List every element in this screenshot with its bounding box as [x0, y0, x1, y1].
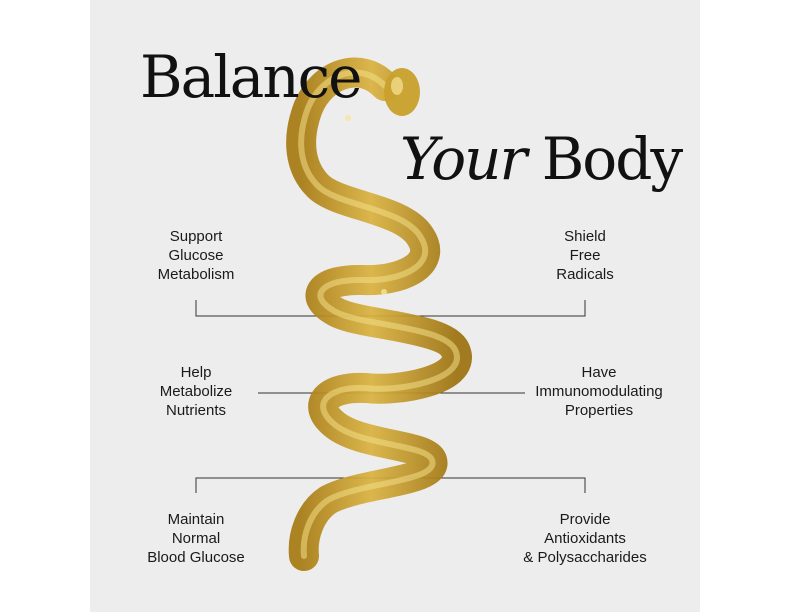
- benefit-line: Glucose: [168, 247, 224, 264]
- title-balance: Balance: [140, 43, 362, 111]
- benefit-line: Have: [581, 364, 617, 381]
- honey-drip: [286, 57, 472, 571]
- benefit-line: Radicals: [556, 266, 614, 283]
- benefit-line: Metabolize: [159, 383, 233, 400]
- benefit-line: Metabolism: [157, 266, 235, 283]
- benefit-line: Free: [569, 247, 601, 264]
- title-your-body: Your Body: [400, 130, 683, 188]
- title-your: Your: [400, 125, 527, 193]
- benefit-line: Blood Glucose: [147, 549, 245, 566]
- benefit-support-glucose-metabolism: Support Glucose Metabolism: [111, 227, 281, 284]
- benefit-line: Maintain: [167, 511, 225, 528]
- benefit-line: Support: [169, 228, 223, 245]
- benefit-line: Nutrients: [165, 402, 227, 419]
- benefit-line: Provide: [559, 511, 611, 528]
- benefit-line: Normal: [171, 530, 221, 547]
- benefit-maintain-normal-blood-glucose: Maintain Normal Blood Glucose: [111, 510, 281, 567]
- benefit-shield-free-radicals: Shield Free Radicals: [500, 227, 670, 284]
- benefit-line: & Polysaccharides: [523, 549, 647, 566]
- benefit-line: Shield: [564, 228, 606, 245]
- benefit-line: Properties: [564, 402, 634, 419]
- title-body: Body: [541, 125, 683, 193]
- benefit-help-metabolize-nutrients: Help Metabolize Nutrients: [111, 363, 281, 420]
- benefit-immunomodulating-properties: Have Immunomodulating Properties: [514, 363, 684, 420]
- benefit-line: Antioxidants: [544, 530, 626, 547]
- benefit-line: Help: [180, 364, 212, 381]
- benefit-antioxidants-polysaccharides: Provide Antioxidants & Polysaccharides: [500, 510, 670, 567]
- benefit-line: Immunomodulating: [535, 383, 663, 400]
